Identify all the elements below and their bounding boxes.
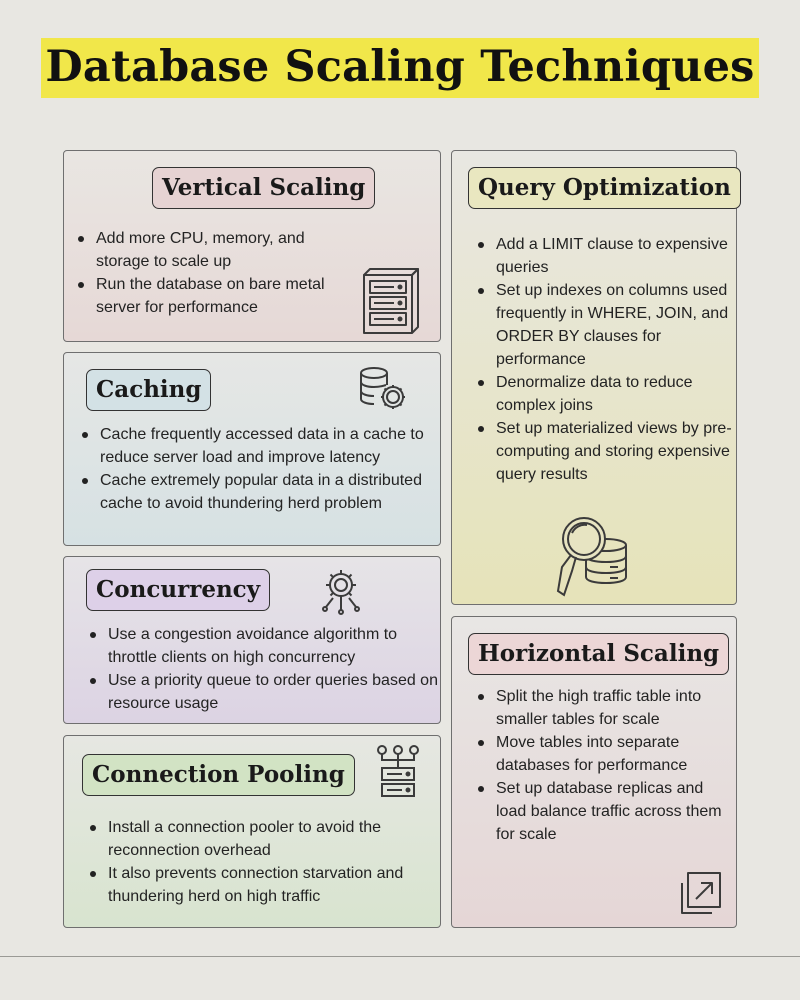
title-wrapper: Database Scaling Techniques: [0, 38, 800, 98]
connection-pooling-card: Connection Pooling Install a connection …: [63, 735, 441, 928]
vertical-scaling-card: Vertical Scaling Add more CPU, memory, a…: [63, 150, 441, 342]
list-item: Split the high traffic table into smalle…: [476, 685, 732, 731]
vertical-scaling-heading: Vertical Scaling: [152, 167, 376, 209]
list-item: Set up database replicas and load balanc…: [476, 777, 732, 846]
page-title: Database Scaling Techniques: [41, 38, 759, 98]
query-optimization-list: Add a LIMIT clause to expensive queries …: [476, 233, 732, 486]
query-optimization-card: Query Optimization Add a LIMIT clause to…: [451, 150, 741, 605]
magnifier-database-icon: [556, 515, 630, 597]
list-item: Add a LIMIT clause to expensive queries: [476, 233, 732, 279]
list-item: Set up indexes on columns used frequentl…: [476, 279, 732, 371]
list-item: Denormalize data to reduce complex joins: [476, 371, 732, 417]
scale-arrow-icon: [676, 869, 724, 917]
concurrency-heading: Concurrency: [86, 569, 271, 611]
list-item: Install a connection pooler to avoid the…: [88, 816, 438, 862]
horizontal-scaling-heading: Horizontal Scaling: [468, 633, 730, 675]
list-item: Cache frequently accessed data in a cach…: [80, 423, 438, 469]
list-item: Cache extremely popular data in a distri…: [80, 469, 438, 515]
vertical-scaling-list: Add more CPU, memory, and storage to sca…: [76, 227, 346, 319]
footer-divider: [0, 956, 800, 957]
concurrency-list: Use a congestion avoidance algorithm to …: [88, 623, 438, 715]
list-item: Move tables into separate databases for …: [476, 731, 732, 777]
connection-pooling-heading: Connection Pooling: [82, 754, 355, 796]
gear-network-icon: [316, 565, 366, 615]
list-item: Set up materialized views by pre-computi…: [476, 417, 732, 486]
query-optimization-heading: Query Optimization: [468, 167, 741, 209]
database-gear-icon: [358, 365, 410, 413]
list-item: Add more CPU, memory, and storage to sca…: [76, 227, 346, 273]
list-item: It also prevents connection starvation a…: [88, 862, 438, 908]
horizontal-scaling-list: Split the high traffic table into smalle…: [476, 685, 732, 846]
concurrency-card: Concurrency Use a congestion avoidance a…: [63, 556, 441, 724]
list-item: Use a congestion avoidance algorithm to …: [88, 623, 438, 669]
caching-list: Cache frequently accessed data in a cach…: [80, 423, 438, 515]
list-item: Use a priority queue to order queries ba…: [88, 669, 438, 715]
server-network-icon: [376, 744, 420, 800]
connection-pooling-list: Install a connection pooler to avoid the…: [88, 816, 438, 908]
list-item: Run the database on bare metal server fo…: [76, 273, 346, 319]
server-rack-icon: [360, 267, 420, 335]
caching-heading: Caching: [86, 369, 212, 411]
horizontal-scaling-card: Horizontal Scaling Split the high traffi…: [451, 616, 737, 928]
caching-card: Caching Cache frequently accessed data i…: [63, 352, 441, 546]
